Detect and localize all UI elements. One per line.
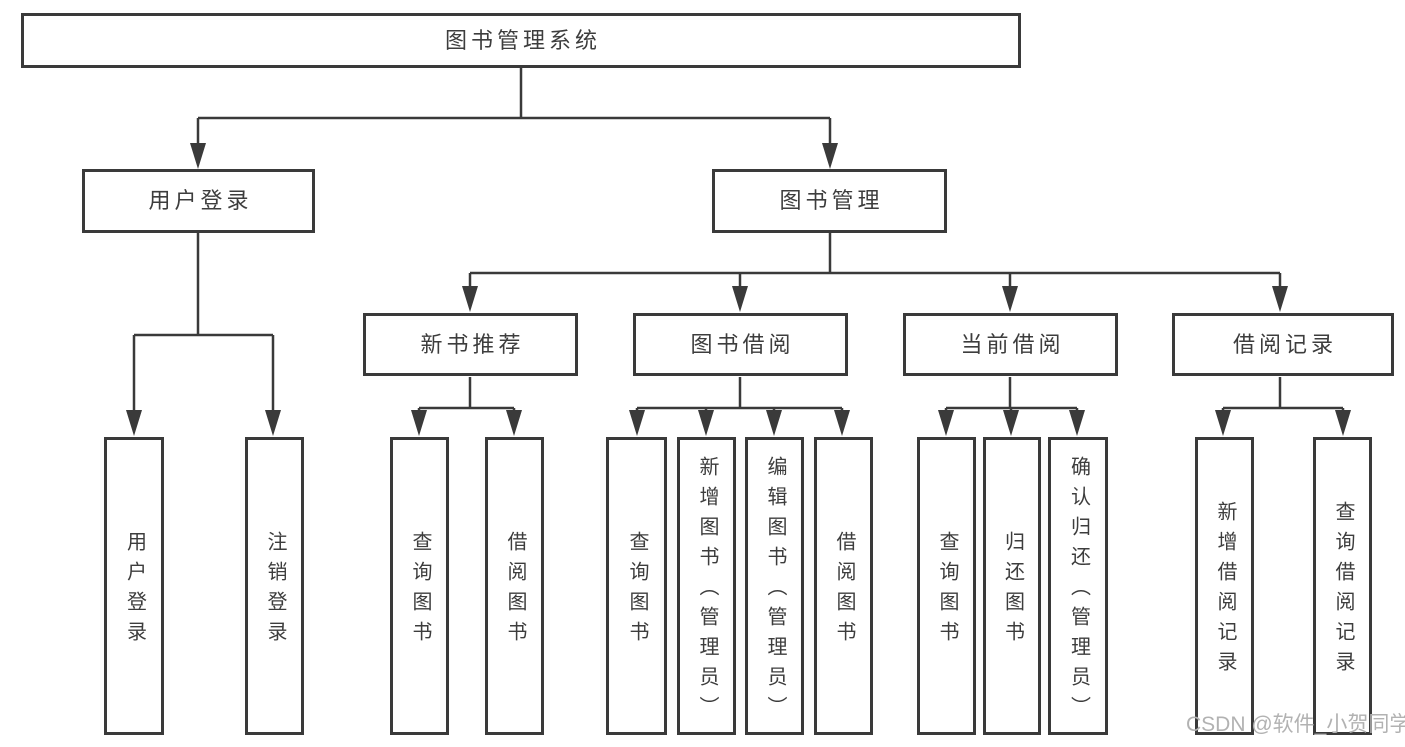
node-borrowing-records-label: 借阅记录 [1232,331,1337,357]
leaf-borrow-books-recommend: 借阅图书 [485,437,544,735]
node-user-login: 用户登录 [82,169,315,233]
leaf-query-books-current-label: 查询图书 [936,531,958,651]
leaf-user-login: 用户登录 [104,437,164,735]
leaf-logout: 注销登录 [245,437,304,735]
leaf-borrow-books-borrowing: 借阅图书 [814,437,873,735]
node-library-management-system-label: 图书管理系统 [444,27,601,53]
node-current-borrowing: 当前借阅 [903,313,1118,376]
leaf-query-books-recommend-label: 查询图书 [409,531,431,651]
node-book-borrowing: 图书借阅 [633,313,848,376]
leaf-borrow-books-borrowing-label: 借阅图书 [833,531,855,651]
node-book-borrowing-label: 图书借阅 [690,331,795,357]
leaf-return-books: 归还图书 [983,437,1041,735]
node-new-book-recommend-label: 新书推荐 [420,331,525,357]
node-library-management-system: 图书管理系统 [21,13,1021,68]
leaf-edit-books-admin: 编辑图书（管理员） [745,437,804,735]
watermark-text: CSDN @软件_小贺同学 [1186,713,1405,736]
leaf-query-borrow-record: 查询借阅记录 [1313,437,1372,735]
node-book-management: 图书管理 [712,169,947,233]
leaf-return-books-label: 归还图书 [1001,531,1024,651]
leaf-query-books-current: 查询图书 [917,437,976,735]
leaf-query-books-borrowing: 查询图书 [606,437,667,735]
leaf-add-borrow-record-label: 新增借阅记录 [1214,501,1236,681]
node-borrowing-records: 借阅记录 [1172,313,1394,376]
leaf-query-borrow-record-label: 查询借阅记录 [1332,501,1354,681]
node-book-management-label: 图书管理 [779,188,884,213]
leaf-user-login-label: 用户登录 [123,531,146,651]
leaf-add-books-admin: 新增图书（管理员） [677,437,736,735]
leaf-edit-books-admin-label: 编辑图书（管理员） [764,456,786,726]
leaf-logout-label: 注销登录 [264,531,286,651]
node-current-borrowing-label: 当前借阅 [960,331,1065,357]
leaf-query-books-borrowing-label: 查询图书 [626,531,648,651]
leaf-add-books-admin-label: 新增图书（管理员） [696,456,718,726]
node-new-book-recommend: 新书推荐 [363,313,578,376]
leaf-confirm-return-admin: 确认归还（管理员） [1048,437,1108,735]
leaf-query-books-recommend: 查询图书 [390,437,449,735]
leaf-add-borrow-record: 新增借阅记录 [1195,437,1254,735]
node-user-login-label: 用户登录 [148,188,253,213]
leaf-borrow-books-recommend-label: 借阅图书 [504,531,526,651]
leaf-confirm-return-admin-label: 确认归还（管理员） [1067,456,1090,726]
